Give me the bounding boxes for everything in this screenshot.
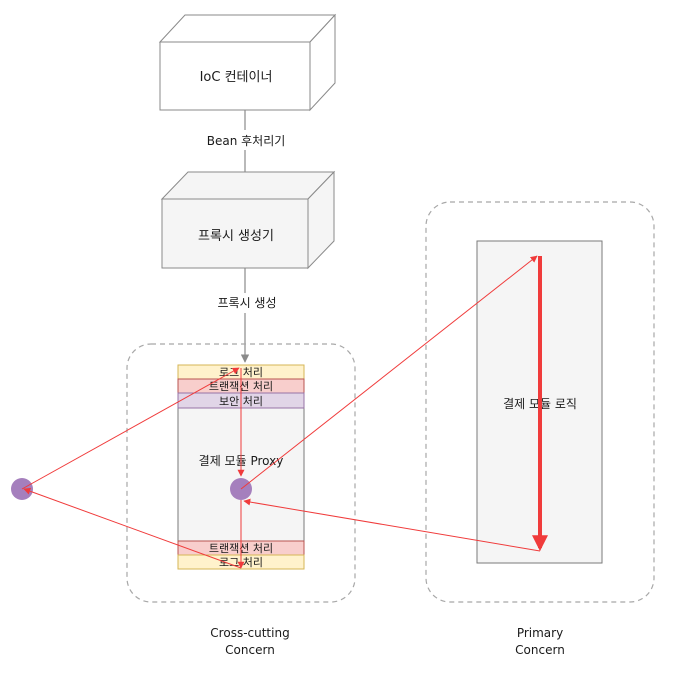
ioc-container-label: IoC 컨테이너 xyxy=(200,70,273,85)
cross-cutting-group xyxy=(126,343,356,603)
cross-cutting-label-line1: Cross-cutting xyxy=(210,626,289,640)
primary-group xyxy=(425,201,655,603)
primary-label-line2: Concern xyxy=(515,643,565,657)
flow-return-to-proxy xyxy=(243,498,541,552)
flow-delegate-to-logic xyxy=(240,255,538,490)
ioc-container-node: IoC 컨테이너 xyxy=(158,13,337,112)
primary-label-line1: Primary xyxy=(517,626,563,640)
edge-label-create-proxy: 프록시 생성 xyxy=(217,296,276,310)
edge-label-bg xyxy=(198,130,294,150)
edge-label-bg xyxy=(210,293,284,313)
proxy-generator-label: 프록시 생성기 xyxy=(198,229,274,244)
flow-call-into-proxy xyxy=(21,367,240,490)
cross-cutting-label-line2: Concern xyxy=(225,643,275,657)
edge-label-bean-postprocessor: Bean 후처리기 xyxy=(207,134,286,148)
proxy-generator-node: 프록시 생성기 xyxy=(160,170,336,270)
flow-return-to-caller xyxy=(23,487,242,569)
